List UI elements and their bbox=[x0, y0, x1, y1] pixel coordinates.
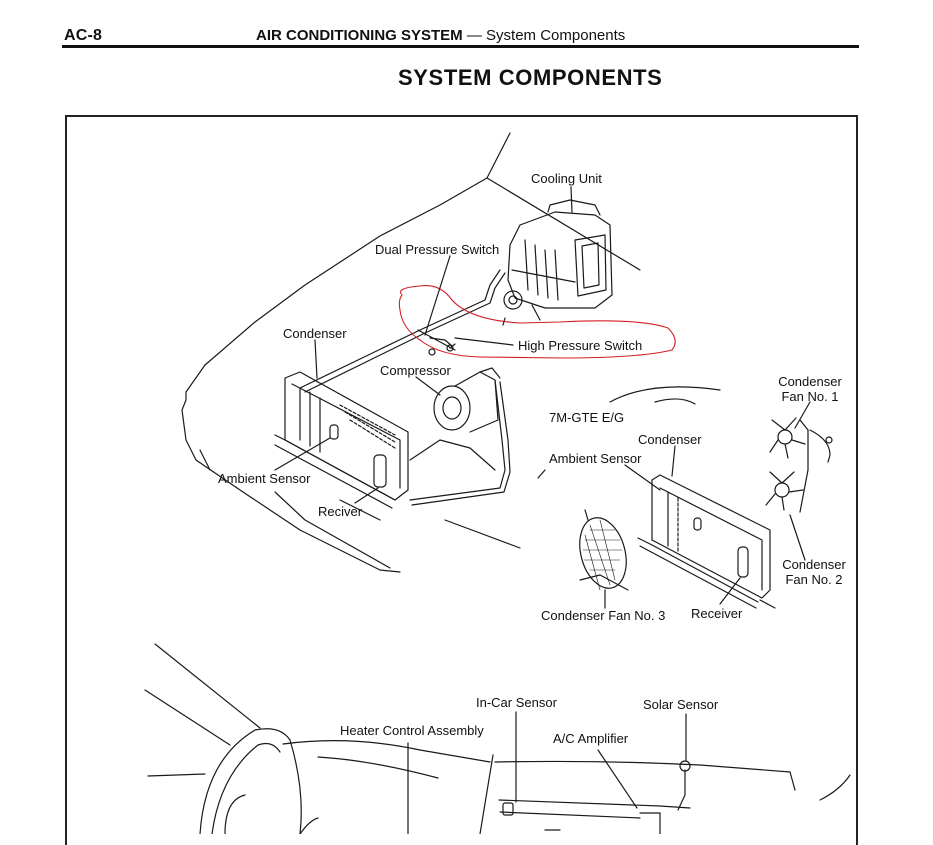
label-ambient-sensor: Ambient Sensor bbox=[218, 471, 311, 486]
label-dual-pressure-switch: Dual Pressure Switch bbox=[375, 242, 500, 257]
page-title: SYSTEM COMPONENTS bbox=[398, 65, 663, 90]
label-ac-amplifier: A/C Amplifier bbox=[553, 731, 629, 746]
header-rule bbox=[62, 45, 859, 48]
label-cooling-unit: Cooling Unit bbox=[531, 171, 602, 186]
compressor-drawing bbox=[409, 367, 511, 506]
label-7m-condenser: Condenser bbox=[638, 432, 702, 447]
condenser-drawing bbox=[274, 371, 409, 509]
chapter-title: AIR CONDITIONING SYSTEM bbox=[256, 27, 463, 44]
label-7m-ambient-sensor: Ambient Sensor bbox=[549, 451, 642, 466]
label-compressor: Compressor bbox=[380, 363, 451, 378]
label-condenser-fan-1: Condenser Fan No. 1 bbox=[772, 374, 848, 404]
label-condenser-fan-2-line1: Condenser bbox=[782, 557, 846, 572]
leader-lines-engine-bay bbox=[274, 186, 573, 504]
label-condenser-fan-2: Condenser Fan No. 2 bbox=[776, 557, 852, 587]
condenser-7m-drawing bbox=[637, 474, 776, 609]
label-condenser: Condenser bbox=[283, 326, 347, 341]
label-heater-control-assembly: Heater Control Assembly bbox=[340, 723, 484, 738]
condenser-fans-1-2-drawing bbox=[765, 417, 833, 513]
section-code: AC-8 bbox=[64, 27, 103, 44]
label-condenser-fan-3: Condenser Fan No. 3 bbox=[541, 608, 666, 623]
refrigerant-lines bbox=[299, 269, 506, 393]
label-condenser-fan-1-line1: Condenser bbox=[778, 374, 842, 389]
label-condenser-fan-1-line2: Fan No. 1 bbox=[781, 389, 839, 404]
label-engine-variant: 7M-GTE E/G bbox=[549, 410, 625, 425]
subsection-title: System Components bbox=[486, 27, 626, 44]
figure-frame bbox=[65, 115, 858, 845]
condenser-fan-3-drawing bbox=[579, 509, 629, 591]
red-annotation-outline bbox=[398, 285, 676, 359]
leader-lines-7m bbox=[604, 401, 811, 609]
label-in-car-sensor: In-Car Sensor bbox=[476, 695, 557, 710]
label-solar-sensor: Solar Sensor bbox=[643, 697, 719, 712]
label-receiver: Reciver bbox=[318, 504, 363, 519]
cooling-unit-drawing bbox=[502, 199, 613, 326]
header-separator: — bbox=[466, 27, 482, 44]
label-condenser-fan-2-line2: Fan No. 2 bbox=[785, 572, 843, 587]
dashboard-drawing bbox=[144, 643, 851, 834]
running-header: AIR CONDITIONING SYSTEM — System Compone… bbox=[256, 27, 625, 44]
leader-lines-dashboard bbox=[407, 711, 687, 834]
label-high-pressure-switch: High Pressure Switch bbox=[518, 338, 643, 353]
car-body-outline bbox=[181, 132, 721, 573]
label-7m-receiver: Receiver bbox=[691, 606, 743, 621]
